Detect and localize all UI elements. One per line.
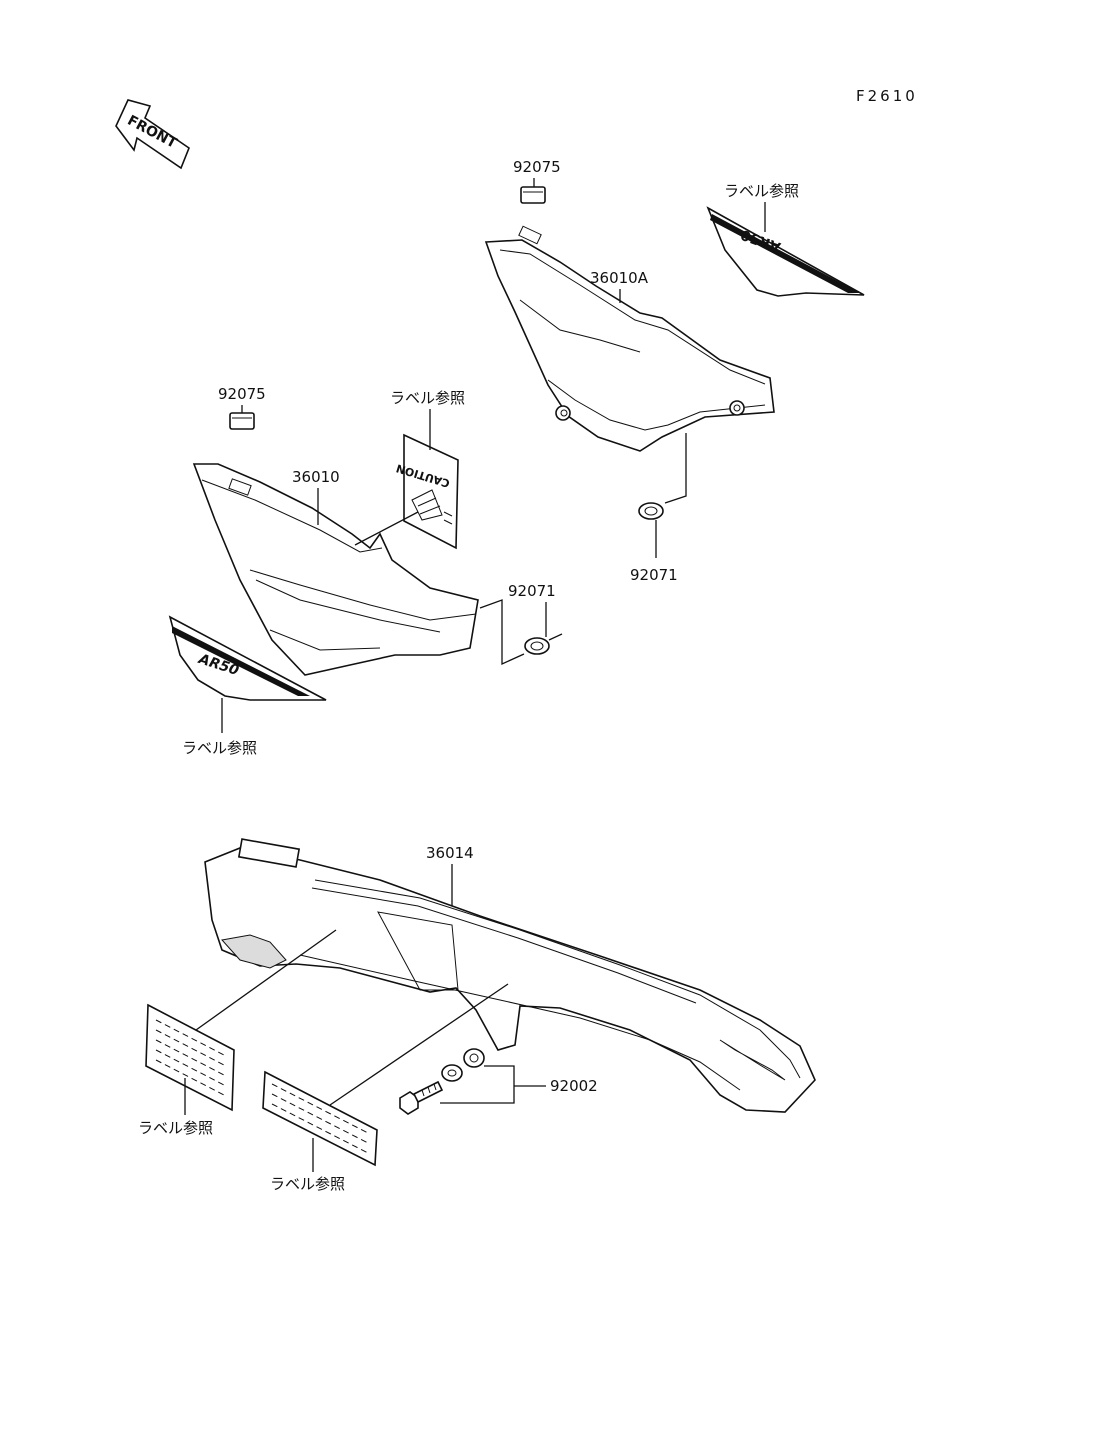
chain-case-label-1 — [145, 1003, 235, 1112]
callout-92071-right: 92071 — [630, 566, 678, 584]
callout-36010: 36010 — [292, 468, 340, 486]
ref-label-right-decal: ラベル参照 — [724, 182, 799, 200]
callout-92075-top: 92075 — [513, 158, 561, 176]
rubber-cushion-top — [520, 186, 546, 204]
washer — [441, 1064, 463, 1082]
side-cover-right — [484, 225, 775, 452]
chain-case-label-2 — [262, 1070, 378, 1167]
ref-label-chain-2: ラベル参照 — [270, 1175, 345, 1193]
chain-case — [204, 838, 816, 1113]
grommet-right — [638, 502, 664, 520]
ref-label-left-decal: ラベル参照 — [182, 739, 257, 757]
bolt — [399, 1080, 444, 1115]
decal-left: AR50 — [168, 615, 327, 701]
collar — [463, 1048, 485, 1068]
caution-label: CAUTION — [395, 433, 459, 550]
side-cover-left — [192, 463, 479, 676]
callout-36010A: 36010A — [590, 269, 649, 287]
callout-92002: 92002 — [550, 1077, 598, 1095]
callout-36014: 36014 — [426, 844, 474, 862]
ref-label-chain-1: ラベル参照 — [138, 1119, 213, 1137]
ref-label-caution: ラベル参照 — [390, 389, 465, 407]
decal-right: AR50 — [706, 206, 865, 297]
rubber-cushion-left — [229, 412, 255, 430]
callout-92071-left: 92071 — [508, 582, 556, 600]
figure-code: F2610 — [856, 87, 918, 105]
front-arrow-icon: FRONT — [115, 99, 190, 170]
callout-92075-left: 92075 — [218, 385, 266, 403]
grommet-left — [524, 637, 550, 655]
